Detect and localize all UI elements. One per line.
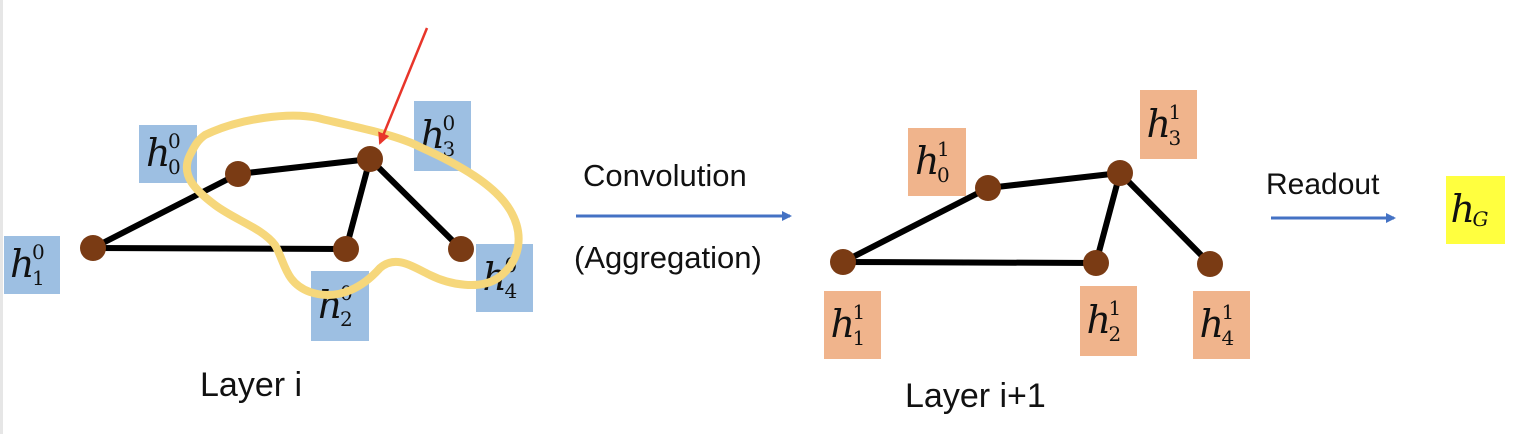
node-right-3 [1107,160,1133,186]
edge-right-2-3 [1093,170,1123,266]
node-right-2 [1083,250,1109,276]
node-right-1 [830,249,856,275]
edge-left-1-2 [90,245,349,252]
edge-left-0-1 [90,171,241,251]
edge-right-3-4 [1117,170,1213,267]
node-left-3 [357,146,383,172]
edge-left-2-3 [343,156,373,252]
layer-i1-label: Layer i+1 [905,377,1046,415]
node-right-4 [1197,251,1223,277]
node-right-0 [975,175,1001,201]
layer-i-label: Layer i [200,366,303,404]
edge-left-0-3 [235,156,373,177]
node-left-1 [80,235,106,261]
node-left-4 [448,236,474,262]
edge-right-0-1 [840,185,991,265]
edge-right-0-3 [985,170,1123,191]
convolution-label: Convolution [583,158,747,193]
node-left-2 [333,236,359,262]
window-edge [0,0,3,434]
node-left-0 [225,161,251,187]
edge-right-1-2 [840,259,1099,266]
right-graph-nodes [830,160,1223,277]
aggregation-label: (Aggregation) [574,240,762,275]
edge-left-3-4 [367,156,464,252]
right-graph-edges [840,170,1213,267]
readout-label: Readout [1266,168,1380,201]
